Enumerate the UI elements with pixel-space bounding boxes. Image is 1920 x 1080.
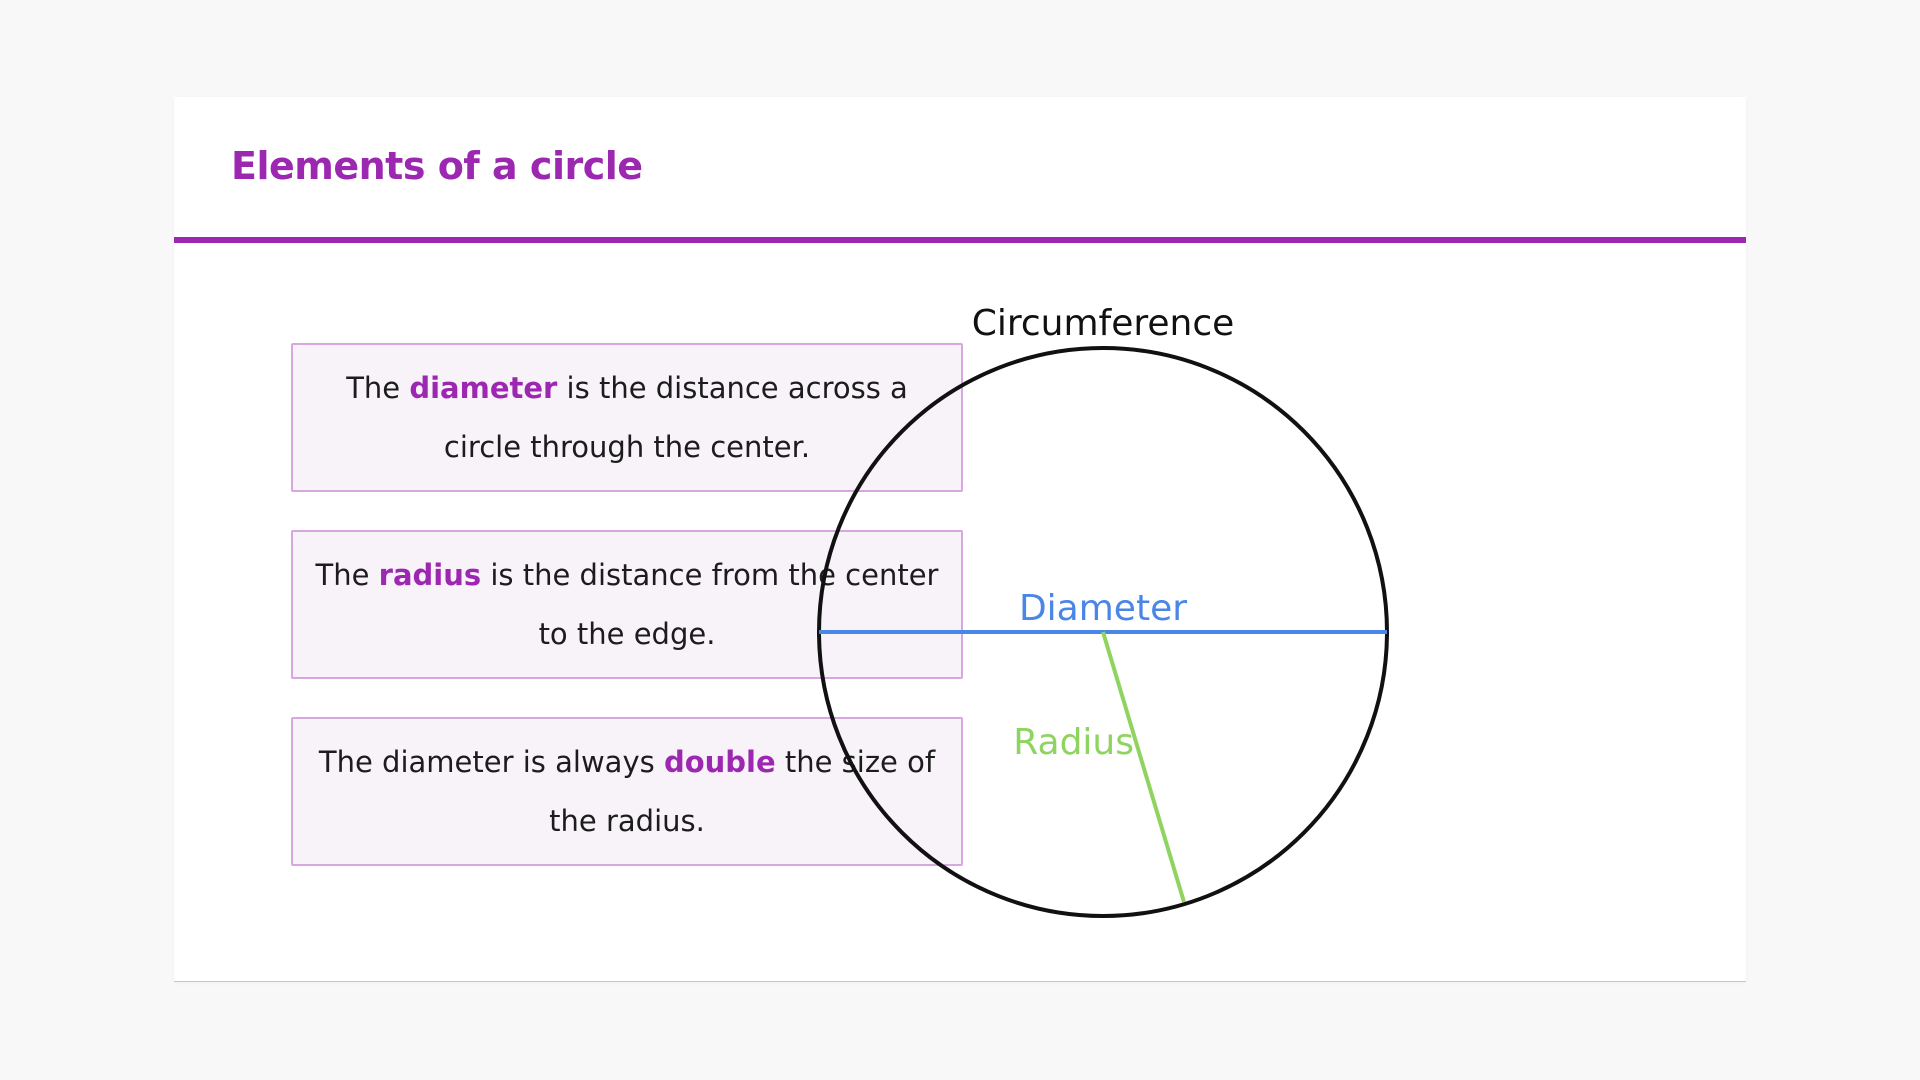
radius-definition-before: The: [315, 557, 379, 592]
diameter-definition-highlight: diameter: [409, 370, 558, 405]
diameter-definition-text: The diameter is the distance across a ci…: [313, 359, 941, 477]
diameter-definition-after: is the distance across a circle through …: [443, 370, 908, 464]
relationship-box: The diameter is always double the size o…: [291, 717, 963, 866]
radius-label: Radius: [1013, 722, 1134, 763]
diameter-definition-before: The: [346, 370, 410, 405]
relationship-text: The diameter is always double the size o…: [313, 733, 941, 851]
diameter-definition-box: The diameter is the distance across a ci…: [291, 343, 963, 492]
circumference-label: Circumference: [972, 303, 1235, 344]
slide: Elements of a circle The diameter is the…: [174, 97, 1746, 982]
slide-title: Elements of a circle: [231, 144, 643, 188]
relationship-highlight: double: [663, 744, 776, 779]
relationship-before: The diameter is always: [318, 744, 664, 779]
circle-diagram: Circumference Diameter Radius: [817, 303, 1389, 918]
relationship-after: the size of the radius.: [549, 744, 936, 838]
diameter-label: Diameter: [1019, 588, 1187, 629]
radius-definition-highlight: radius: [378, 557, 482, 592]
radius-line: [1101, 631, 1186, 903]
radius-definition-text: The radius is the distance from the cent…: [313, 546, 941, 664]
title-divider: [174, 237, 1746, 243]
radius-definition-after: is the distance from the center to the e…: [481, 557, 939, 651]
radius-definition-box: The radius is the distance from the cent…: [291, 530, 963, 679]
